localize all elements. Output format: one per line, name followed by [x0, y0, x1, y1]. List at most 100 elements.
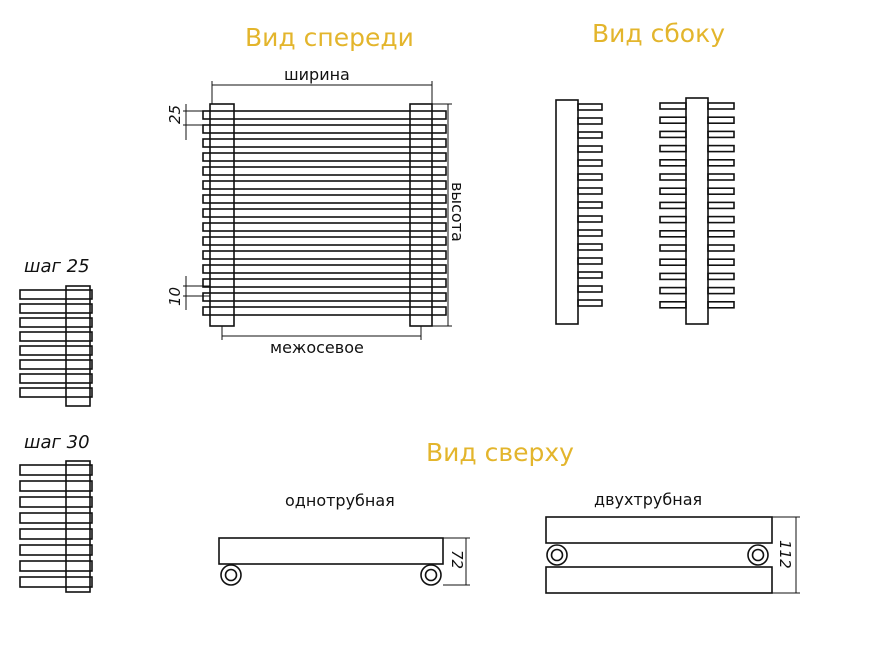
side-fin-right	[707, 116, 735, 124]
step-30-sample	[19, 460, 93, 593]
side-fin-left	[659, 258, 687, 267]
step-tube	[19, 387, 93, 398]
step-25-label: шаг 25	[24, 256, 90, 277]
step-collector	[65, 460, 91, 593]
side-fin-left	[659, 215, 687, 224]
side-fin-right	[707, 130, 735, 139]
side-fin	[577, 285, 603, 293]
side-fin-left	[659, 159, 687, 167]
front-tube	[202, 306, 447, 316]
side-fin-right	[707, 159, 735, 167]
side-fin	[577, 159, 603, 167]
side-fin	[577, 173, 603, 181]
pitch-dimension: 25	[166, 105, 184, 124]
side-fin-left	[659, 244, 687, 252]
front-tube	[202, 236, 447, 246]
front-tube	[202, 194, 447, 204]
step-tube	[19, 528, 93, 540]
step-tube	[19, 289, 93, 300]
front-tube	[202, 222, 447, 232]
gap-dimension: 10	[166, 287, 184, 306]
side-fin	[577, 229, 603, 237]
step-tube	[19, 373, 93, 384]
side-fin	[577, 117, 603, 125]
side-fin-right	[707, 286, 735, 295]
top-view-single: 72	[218, 537, 470, 586]
front-tube	[202, 292, 447, 302]
side-fin-left	[659, 173, 687, 181]
front-tube	[202, 110, 447, 120]
front-tubes	[202, 110, 447, 316]
top-view-double: 112	[545, 516, 800, 594]
side-fin-right	[707, 173, 735, 181]
front-tube	[202, 124, 447, 134]
double-tube-label: двухтрубная	[594, 490, 702, 509]
side-view-double	[659, 97, 735, 325]
side-fin-left	[659, 230, 687, 238]
step-tube	[19, 480, 93, 492]
side-fin-left	[659, 144, 687, 153]
side-fin	[577, 145, 603, 153]
front-tube	[202, 180, 447, 190]
step-tube	[19, 464, 93, 476]
step-tube	[19, 512, 93, 524]
side-fin	[577, 103, 603, 111]
step-tube	[19, 345, 93, 356]
side-fin-right	[707, 102, 735, 110]
side-fin-right	[707, 244, 735, 252]
side-fin-right	[707, 300, 735, 309]
step-tube	[19, 331, 93, 342]
side-fin-left	[659, 102, 687, 110]
step-30-label: шаг 30	[24, 432, 90, 453]
step-tube	[19, 544, 93, 556]
front-tube	[202, 138, 447, 148]
side-fin-right	[707, 187, 735, 195]
single-depth-dimension: 72	[448, 550, 466, 569]
front-tube	[202, 264, 447, 274]
side-fin	[577, 187, 603, 195]
step-tube	[19, 303, 93, 314]
width-label: ширина	[284, 65, 350, 84]
height-label: высота	[448, 182, 467, 242]
step-25-sample	[19, 285, 93, 407]
front-tube	[202, 166, 447, 176]
side-view-heading: Вид сбоку	[592, 19, 725, 48]
side-fin	[577, 215, 603, 223]
top-view-heading: Вид сверху	[426, 438, 574, 467]
side-fin	[577, 271, 603, 279]
front-view: ширина 25 10 высота межосевое	[166, 65, 467, 357]
center-distance-label: межосевое	[270, 338, 364, 357]
step-tube	[19, 496, 93, 508]
side-fin	[577, 201, 603, 209]
side-fin	[577, 131, 603, 139]
side-fin-left	[659, 201, 687, 210]
step-tube	[19, 576, 93, 588]
side-fin	[577, 299, 603, 307]
side-fin-left	[659, 300, 687, 309]
side-fin-right	[707, 201, 735, 210]
side-fin	[577, 243, 603, 251]
front-tube	[202, 152, 447, 162]
side-fin-right	[707, 215, 735, 224]
front-tube	[202, 278, 447, 288]
side-fin-right	[707, 258, 735, 267]
front-tube	[202, 208, 447, 218]
double-depth-dimension: 112	[776, 540, 794, 569]
side-fin-left	[659, 116, 687, 124]
step-tube	[19, 359, 93, 370]
side-fin-right	[707, 230, 735, 238]
side-fin-left	[659, 130, 687, 139]
step-tube	[19, 560, 93, 572]
side-fin-right	[707, 144, 735, 153]
side-fin-left	[659, 187, 687, 195]
side-view-single	[555, 99, 603, 325]
side-fin-left	[659, 272, 687, 281]
single-tube-label: однотрубная	[285, 491, 395, 510]
front-tube	[202, 250, 447, 260]
side-fin-left	[659, 286, 687, 295]
side-fin-right	[707, 272, 735, 281]
step-tube	[19, 317, 93, 328]
front-view-heading: Вид спереди	[245, 23, 414, 52]
side-fin	[577, 257, 603, 265]
